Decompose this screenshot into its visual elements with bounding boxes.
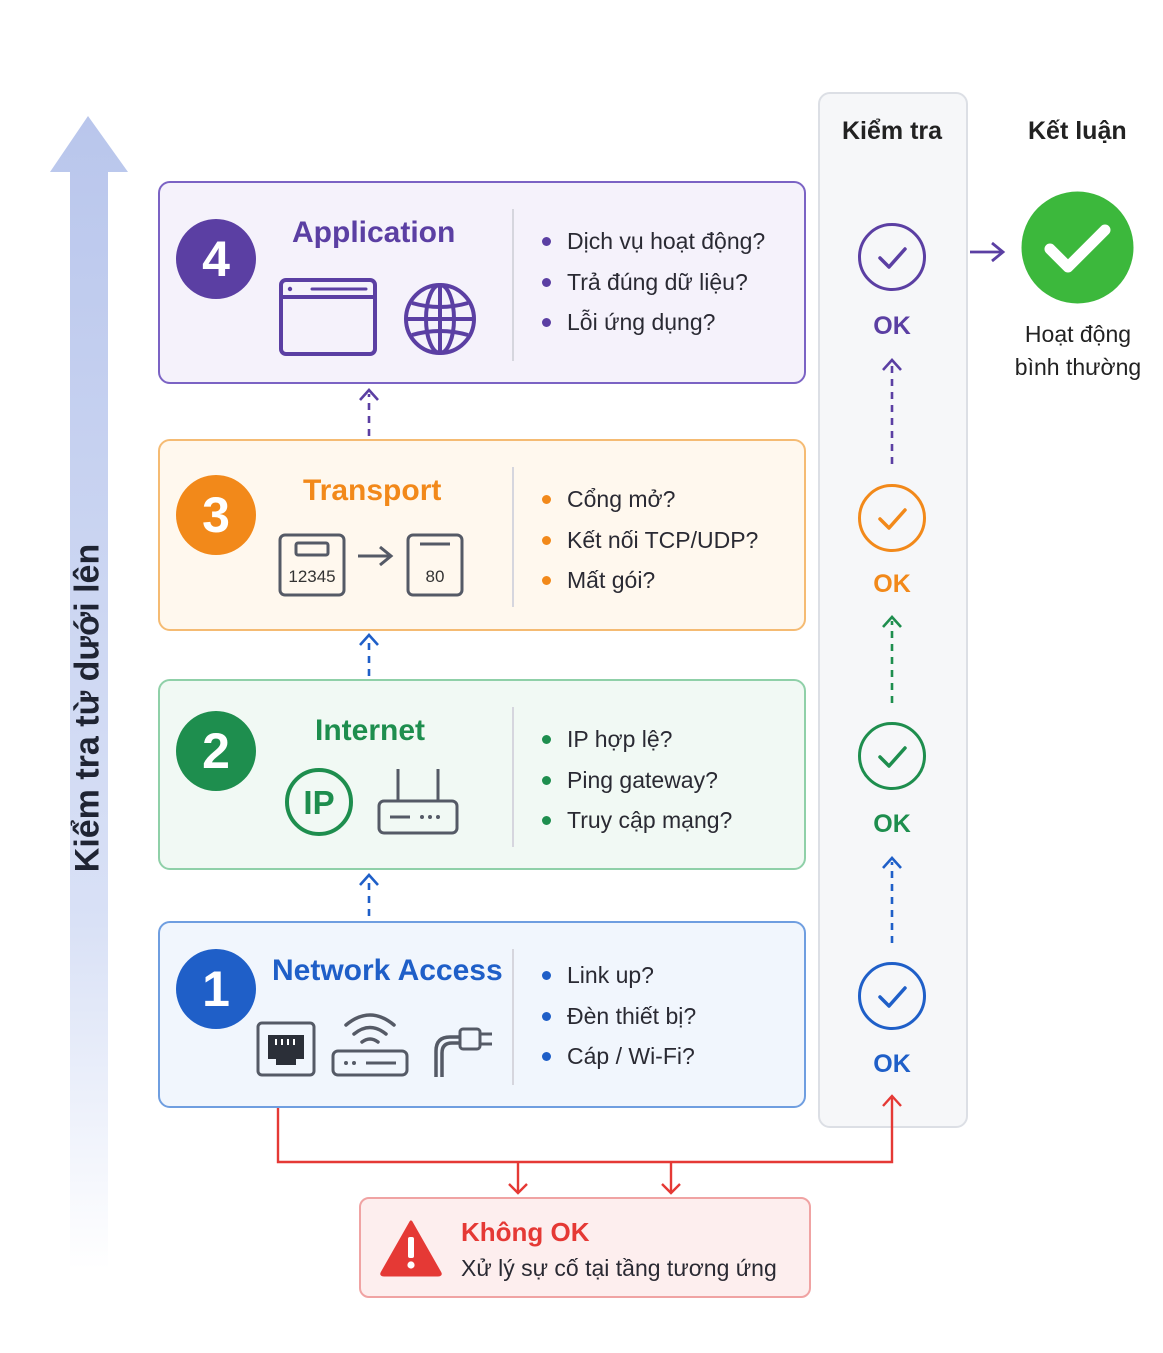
ip-icon: IP	[285, 768, 353, 836]
check-item: Ping gateway?	[540, 760, 732, 801]
check-item: Đèn thiết bị?	[540, 996, 696, 1037]
check-item: IP hợp lệ?	[540, 719, 732, 760]
layer-network-access: 1 Network Access Link up? Đèn thiết bị? …	[158, 921, 806, 1108]
svg-text:IP: IP	[303, 784, 334, 821]
layer-number-badge: 3	[176, 475, 256, 555]
conclusion-header: Kết luận	[1028, 117, 1127, 145]
svg-text:12345: 12345	[288, 567, 335, 586]
source-port-icon: 12345	[278, 533, 346, 597]
ethernet-port-icon	[256, 1021, 316, 1077]
check-item: Kết nối TCP/UDP?	[540, 520, 758, 561]
check-item: Lỗi ứng dụng?	[540, 302, 765, 343]
check-item: Cáp / Wi-Fi?	[540, 1036, 696, 1077]
check-column-header: Kiểm tra	[842, 117, 943, 145]
layer-title: Internet	[315, 714, 426, 747]
ok-status-application	[858, 223, 926, 291]
layer-title: Network Access	[272, 954, 503, 987]
ok-label: OK	[873, 1050, 911, 1078]
check-mark-icon	[878, 247, 907, 269]
router-icon	[377, 769, 459, 835]
arrow-right-icon	[358, 545, 394, 567]
warning-icon	[380, 1220, 442, 1277]
ok-status-internet	[858, 722, 926, 790]
layer-title: Application	[292, 216, 456, 249]
failure-box: Không OK Xử lý sự cố tại tầng tương ứng	[359, 1197, 811, 1298]
conclusion-text: Hoạt động bình thường	[1014, 321, 1142, 380]
layer-number-badge: 2	[176, 711, 256, 791]
ok-status-network-access	[858, 962, 926, 1030]
check-list: Cổng mở? Kết nối TCP/UDP? Mất gói?	[540, 479, 758, 601]
layer-number-badge: 4	[176, 219, 256, 299]
destination-port-icon: 80	[406, 533, 464, 597]
globe-icon	[404, 283, 476, 355]
failure-title: Không OK	[461, 1217, 590, 1247]
layer-number-badge: 1	[176, 949, 256, 1029]
check-item: Truy cập mạng?	[540, 800, 732, 841]
check-item: Trả đúng dữ liệu?	[540, 262, 765, 303]
layer-internet: 2 Internet IP IP hợp lệ? Ping gateway? T…	[158, 679, 806, 870]
check-mark-icon	[878, 508, 907, 530]
layer-application: 4 Application Dịch vụ hoạt động? Trả đún…	[158, 181, 806, 384]
check-item: Mất gói?	[540, 560, 758, 601]
cable-plug-icon	[434, 1027, 492, 1077]
wifi-router-icon	[331, 1013, 409, 1077]
ok-label: OK	[873, 312, 911, 340]
layer-transport: 3 Transport 12345 80 Cổng mở? Kết nối TC…	[158, 439, 806, 631]
check-mark-icon	[878, 986, 907, 1008]
bottom-up-arrow	[50, 116, 128, 1270]
layer-title: Transport	[303, 474, 442, 507]
check-list: Dịch vụ hoạt động? Trả đúng dữ liệu? Lỗi…	[540, 221, 765, 343]
check-mark-icon	[878, 746, 907, 768]
failure-description: Xử lý sự cố tại tầng tương ứng	[461, 1255, 777, 1281]
check-item: Cổng mở?	[540, 479, 758, 520]
check-item: Dịch vụ hoạt động?	[540, 221, 765, 262]
check-list: IP hợp lệ? Ping gateway? Truy cập mạng?	[540, 719, 732, 841]
browser-window-icon	[279, 278, 377, 356]
ok-status-transport	[858, 484, 926, 552]
svg-text:80: 80	[426, 567, 445, 586]
ok-label: OK	[873, 810, 911, 838]
check-item: Link up?	[540, 955, 696, 996]
success-check-icon	[1021, 191, 1134, 304]
check-list: Link up? Đèn thiết bị? Cáp / Wi-Fi?	[540, 955, 696, 1077]
ok-label: OK	[873, 570, 911, 598]
